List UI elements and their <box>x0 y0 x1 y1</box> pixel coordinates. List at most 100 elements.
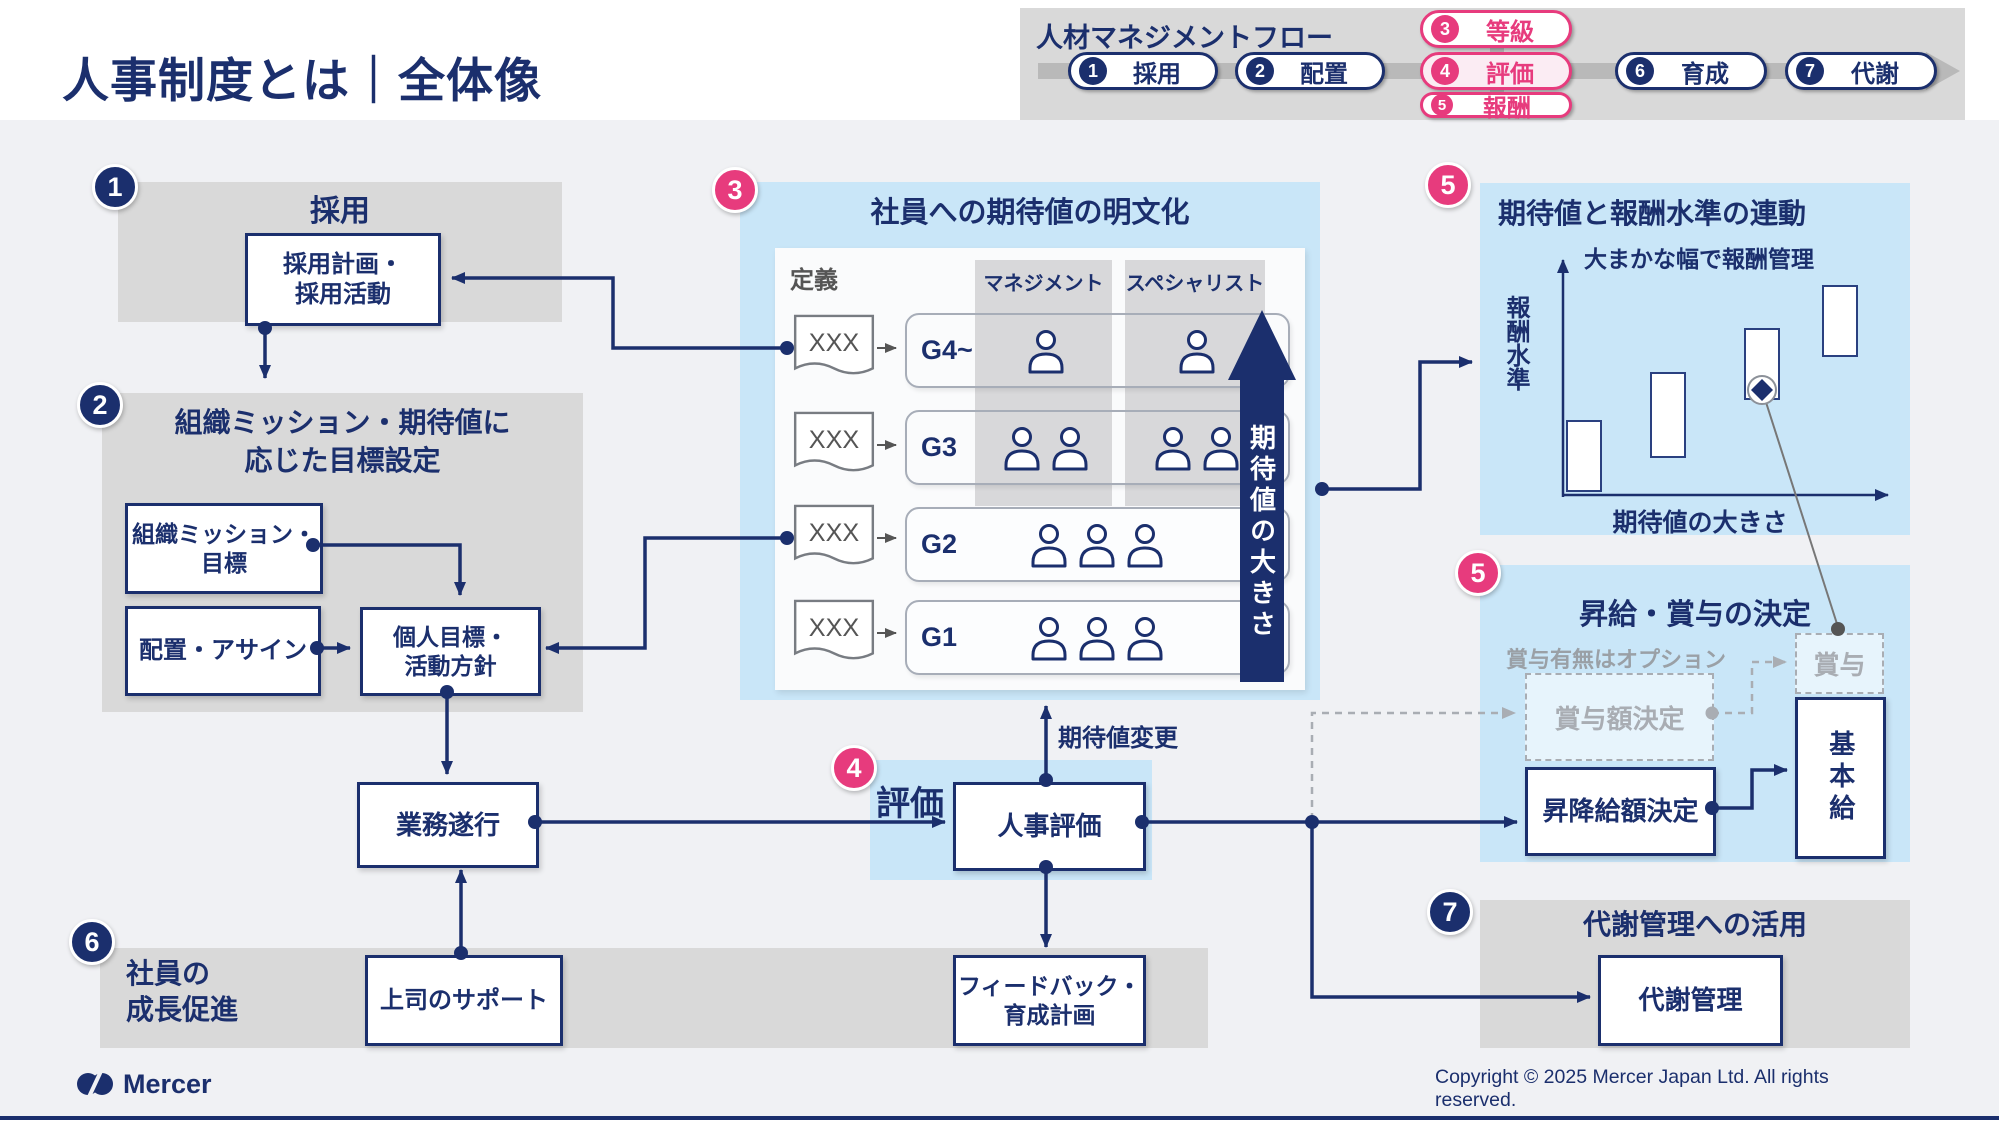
page-title: 人事制度とは｜全体像 <box>62 54 542 107</box>
grade-row-g4: G4~ <box>905 313 1290 388</box>
grade-label: G4~ <box>921 335 973 365</box>
mercer-logo-icon <box>77 1069 113 1099</box>
hr-evaluation-box: 人事評価 <box>953 782 1146 871</box>
flow-item-label: 評価 <box>1486 60 1534 88</box>
management-column-strip <box>975 260 1112 506</box>
section-number-badge: 6 <box>69 919 115 965</box>
salary-band-bar <box>1650 372 1686 458</box>
expectation-arrow-icon <box>1228 310 1296 682</box>
section-number-badge: 5 <box>1455 550 1501 596</box>
person-icon <box>1203 426 1239 470</box>
doc-label: XXX <box>809 519 860 547</box>
section-eval-title: 評価 <box>876 785 944 823</box>
grade-row-g1: G1 <box>905 600 1290 675</box>
section-comp-link-panel <box>1480 183 1910 535</box>
person-icon <box>1031 523 1067 567</box>
flow-item-taisha: 7 代謝 <box>1785 52 1937 90</box>
mercer-logo-text: Mercer <box>123 1068 212 1099</box>
flow-item-label: 育成 <box>1681 60 1729 88</box>
flow-item-number: 5 <box>1431 94 1453 116</box>
specialist-column-header: スペシャリスト <box>1125 272 1265 295</box>
flow-item-number: 7 <box>1796 57 1824 85</box>
management-cell <box>977 315 1114 386</box>
person-icon <box>1028 329 1063 373</box>
flow-nav-title: 人材マネジメントフロー <box>1036 23 1333 53</box>
recruit-plan-box: 採用計画・ 採用活動 <box>245 233 441 326</box>
doc-label: XXX <box>809 329 860 357</box>
section-raise-title: 昇給・賞与の決定 <box>1578 599 1811 631</box>
grade-label: G1 <box>921 622 958 652</box>
section-number-badge: 4 <box>831 745 877 791</box>
definition-doc-icon: XXX <box>793 504 875 565</box>
definition-doc-icon: XXX <box>793 599 875 660</box>
person-icon <box>1079 523 1115 567</box>
grade-label: G2 <box>921 529 958 559</box>
base-salary-box: 基本給 <box>1795 697 1886 859</box>
copyright-text: Copyright © 2025 Mercer Japan Ltd. All r… <box>1435 1066 1829 1111</box>
feedback-plan-box: フィードバック・ 育成計画 <box>953 955 1146 1046</box>
doc-label: XXX <box>809 426 860 454</box>
salary-band-bar <box>1566 420 1602 492</box>
definition-label: 定義 <box>790 267 838 294</box>
turnover-mgmt-box: 代謝管理 <box>1598 955 1783 1046</box>
all-grades-cell <box>952 602 1242 673</box>
flow-item-haichi: 2 配置 <box>1235 52 1385 90</box>
flow-item-hyouka: 4 評価 <box>1420 52 1572 90</box>
work-execution-box: 業務遂行 <box>357 782 539 868</box>
bonus-amount-box: 賞与額決定 <box>1525 673 1714 761</box>
org-mission-box: 組織ミッション・ 目標 <box>125 503 323 594</box>
bonus-option-note: 賞与有無はオプション <box>1506 647 1727 672</box>
section-number-badge: 5 <box>1425 162 1471 208</box>
flow-item-number: 1 <box>1079 57 1107 85</box>
person-icon <box>1127 523 1163 567</box>
flow-item-houshuu: 5 報酬 <box>1420 92 1572 122</box>
flow-item-number: 4 <box>1431 57 1459 85</box>
section-recruit-title: 採用 <box>310 195 370 228</box>
person-icon <box>1079 616 1115 660</box>
salary-band-bar <box>1744 328 1780 400</box>
flow-item-label: 採用 <box>1133 60 1181 88</box>
all-grades-cell <box>952 509 1242 580</box>
flow-item-label: 代謝 <box>1851 60 1899 88</box>
specialist-cell <box>1127 315 1267 386</box>
section-number-badge: 1 <box>92 164 138 210</box>
doc-label: XXX <box>809 614 860 642</box>
section-grade-title: 社員への期待値の明文化 <box>870 197 1190 229</box>
person-icon <box>1031 616 1067 660</box>
definition-doc-icon: XXX <box>793 411 875 472</box>
person-icon <box>1052 426 1087 470</box>
section-turnover-title: 代謝管理への活用 <box>1582 909 1807 940</box>
flow-item-label: 等級 <box>1486 18 1534 46</box>
expectation-change-label: 期待値変更 <box>1058 725 1178 752</box>
section-comp-link-title: 期待値と報酬水準の連動 <box>1498 198 1807 229</box>
section-number-badge: 7 <box>1427 889 1473 935</box>
flow-item-label: 配置 <box>1300 60 1348 88</box>
supervisor-support-box: 上司のサポート <box>365 955 563 1046</box>
y-axis-label: 報酬水準 <box>1502 295 1529 391</box>
raise-decision-box: 昇降給額決定 <box>1525 767 1716 856</box>
section-mission-title: 組織ミッション・期待値に 応じた目標設定 <box>174 407 511 476</box>
flow-item-number: 3 <box>1431 15 1459 43</box>
person-icon <box>1127 616 1163 660</box>
specialist-cell <box>1127 412 1267 483</box>
person-icon <box>1155 426 1191 470</box>
definition-doc-icon: XXX <box>793 314 875 375</box>
x-axis-label: 期待値の大きさ <box>1612 509 1788 537</box>
personal-goal-box: 個人目標・ 活動方針 <box>360 607 541 696</box>
management-cell <box>977 412 1114 483</box>
flow-item-label: 報酬 <box>1483 94 1531 122</box>
footer-logo: Mercer <box>75 1068 212 1100</box>
grade-row-g2: G2 <box>905 507 1290 582</box>
section-number-badge: 2 <box>77 382 123 428</box>
grade-row-g3: G3 <box>905 410 1290 485</box>
salary-band-bar <box>1822 285 1858 357</box>
management-column-header: マネジメント <box>983 272 1104 295</box>
expectation-arrow-label: 期待値の大きさ <box>1246 423 1277 641</box>
bonus-box: 賞与 <box>1795 633 1884 694</box>
flow-item-toukyuu: 3 等級 <box>1420 10 1572 48</box>
flow-item-number: 6 <box>1626 57 1654 85</box>
grade-label: G3 <box>921 432 958 462</box>
person-icon <box>1179 329 1215 373</box>
flow-item-saiyou: 1 採用 <box>1068 52 1218 90</box>
